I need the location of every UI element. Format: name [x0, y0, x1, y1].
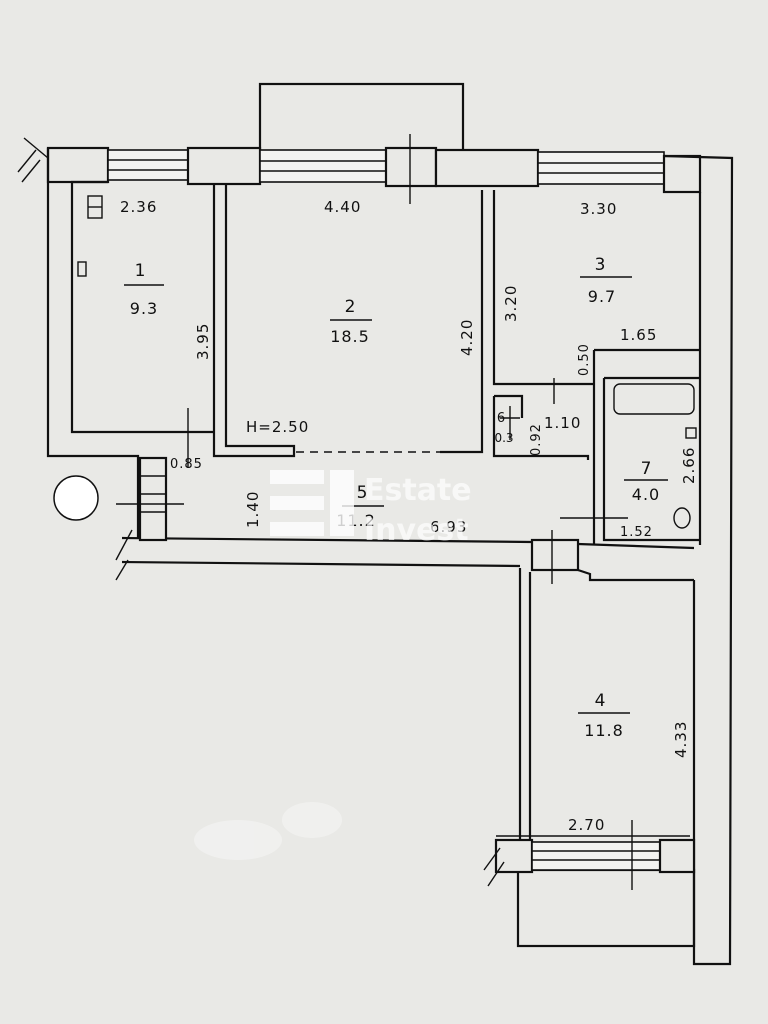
- partition-1-2-inner: [212, 184, 296, 458]
- dim-room1-width: 2.36: [120, 198, 157, 216]
- room-area-7: 4.0: [632, 485, 660, 504]
- room-label-2: 2 18.5: [330, 297, 372, 346]
- room-number-4: 4: [595, 691, 606, 711]
- room-label-6: 6 0.3: [494, 411, 513, 445]
- dim-room2-depth: 4.20: [458, 319, 476, 356]
- watermark-line1: Estate: [364, 473, 472, 508]
- dim-bath-width: 1.65: [620, 326, 657, 344]
- entry-door: [53, 408, 189, 542]
- dim-room3-width: 3.30: [580, 200, 617, 218]
- room4-walls: [483, 517, 696, 890]
- dim-room4-width: 2.70: [568, 816, 605, 834]
- dim-room3-depth: 3.20: [502, 285, 520, 322]
- dim-room3-offset: 0.50: [577, 343, 592, 376]
- room-area-6: 0.3: [494, 431, 513, 445]
- dim-entry-width: 0.85: [170, 457, 203, 472]
- dim-closet-width: 1.10: [544, 414, 581, 432]
- room-label-4: 4 11.8: [578, 691, 630, 740]
- dim-hall-length: 6.93: [430, 518, 467, 536]
- dim-bath-length: 2.66: [680, 447, 698, 484]
- closet-walls: [492, 378, 590, 460]
- room-label-7: 7 4.0: [624, 459, 668, 504]
- room-area-4: 11.8: [584, 721, 624, 740]
- room-area-1: 9.3: [130, 299, 158, 318]
- room-number-2: 2: [345, 297, 356, 317]
- hall-bottom-wall: [115, 529, 695, 584]
- balcony-bottom: [516, 868, 696, 948]
- room-number-7: 7: [641, 459, 652, 479]
- room-area-3: 9.7: [588, 287, 616, 306]
- room-label-3: 3 9.7: [580, 255, 632, 306]
- paper-smudge: [194, 802, 342, 860]
- partition-2-3: [440, 190, 484, 454]
- room-area-2: 18.5: [330, 327, 370, 346]
- right-wall: [663, 154, 734, 966]
- room-number-3: 3: [595, 255, 606, 275]
- dim-room4-depth: 4.33: [672, 721, 690, 758]
- watermark-line2: Invest: [364, 513, 469, 548]
- dim-hall-width: 1.40: [244, 491, 262, 528]
- ceiling-height-label: H=2.50: [246, 418, 309, 436]
- left-wall: [17, 137, 214, 538]
- room-number-5: 5: [357, 483, 368, 503]
- balcony-top: [258, 82, 465, 154]
- stairwell-circle: [53, 475, 99, 521]
- dim-room1-depth: 3.95: [194, 323, 212, 360]
- bathroom-walls: [592, 348, 700, 545]
- top-wall: [46, 134, 702, 204]
- room-label-1: 1 9.3: [124, 261, 164, 318]
- radiator-icon: [77, 261, 87, 277]
- watermark-logo: Estate Invest: [270, 470, 472, 548]
- partition-2-3-inner: [492, 190, 594, 386]
- dim-closet-depth: 0.92: [529, 423, 544, 456]
- room-number-6: 6: [497, 411, 505, 426]
- dim-room2-width: 4.40: [324, 198, 361, 216]
- room-number-1: 1: [135, 261, 146, 281]
- dim-bath-bottom: 1.52: [620, 525, 653, 540]
